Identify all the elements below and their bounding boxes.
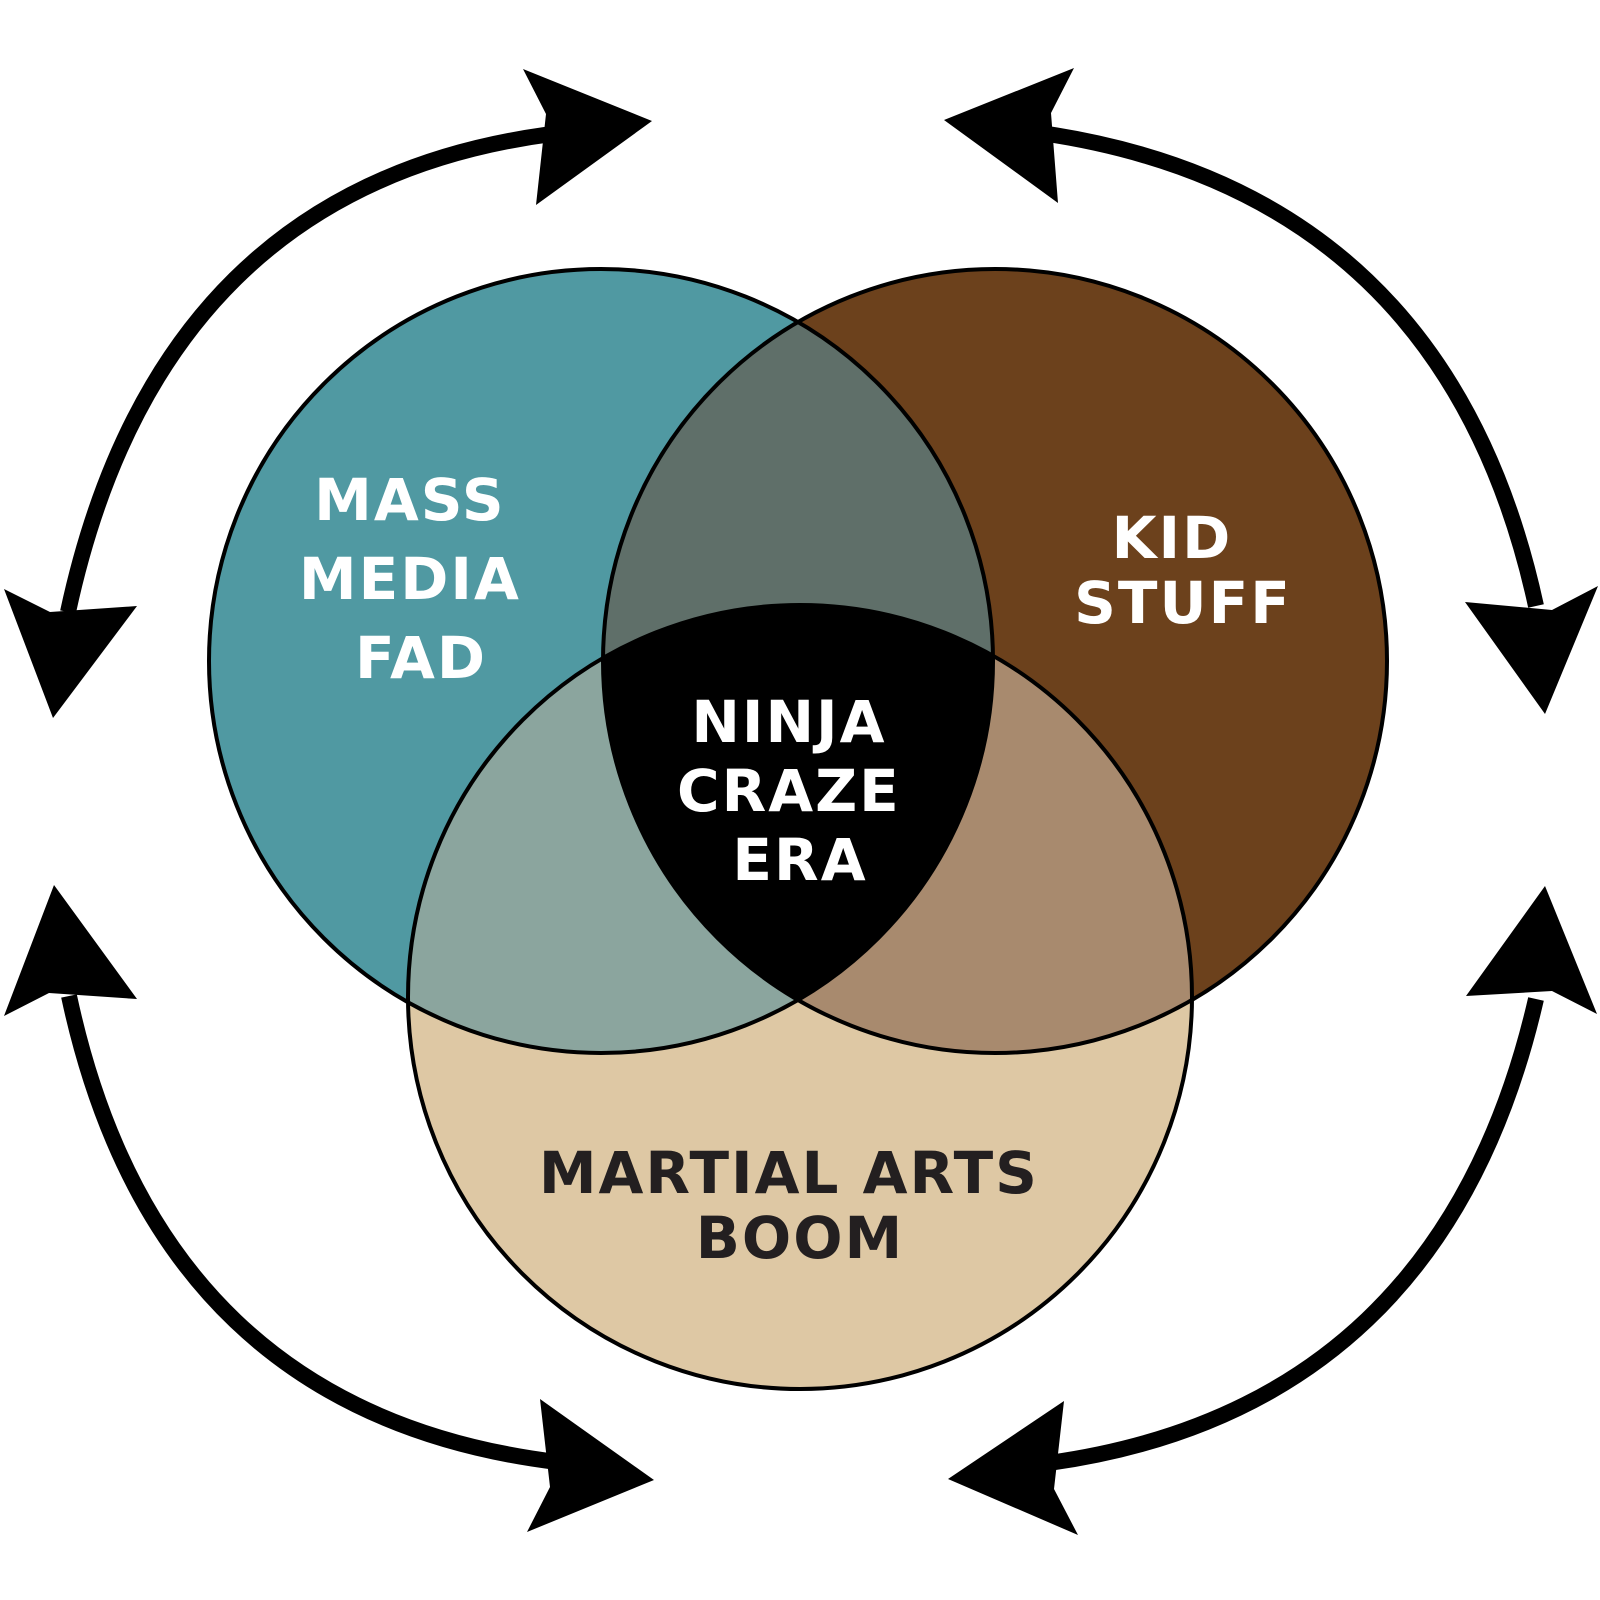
arrowhead-bottom-right-end — [948, 1401, 1078, 1535]
label-ninja-craze-era-line-2: CRAZE — [677, 757, 901, 825]
label-mass-media-fad-line-2: MEDIA — [299, 545, 521, 613]
label-ninja-craze-era-line-1: NINJA — [691, 688, 886, 756]
outline-kid-stuff — [601, 267, 1389, 1055]
label-martial-arts-boom-line-1: MARTIAL ARTS — [539, 1139, 1039, 1207]
label-ninja-craze-era-line-3: ERA — [732, 826, 867, 894]
outline-mass-media-fad — [207, 267, 995, 1055]
arrowhead-top-right-start — [944, 68, 1074, 203]
label-kid-stuff: KID STUFF — [1074, 504, 1292, 637]
label-mass-media-fad-line-1: MASS — [314, 466, 506, 534]
outline-martial-arts-boom — [406, 603, 1194, 1391]
arrowhead-bottom-right-start — [1466, 886, 1597, 1014]
arrowhead-top-left-start — [4, 589, 137, 718]
label-martial-arts-boom-line-2: BOOM — [696, 1204, 905, 1272]
label-martial-arts-boom: MARTIAL ARTS BOOM — [539, 1139, 1061, 1272]
arrowhead-top-right-end — [1465, 586, 1598, 714]
arrowhead-top-left-end — [523, 69, 652, 205]
arrow-bottom-left — [4, 885, 654, 1532]
label-kid-stuff-line-1: KID — [1112, 504, 1233, 572]
arrow-bottom-right — [948, 886, 1597, 1535]
label-kid-stuff-line-2: STUFF — [1074, 569, 1292, 637]
arrowhead-bottom-left-start — [4, 885, 137, 1016]
arrow-top-right — [944, 68, 1598, 714]
label-ninja-craze-era: NINJA CRAZE ERA — [677, 688, 923, 894]
label-mass-media-fad: MASS MEDIA FAD — [299, 466, 543, 692]
arrow-top-left — [4, 69, 652, 718]
arrowhead-bottom-left-end — [527, 1399, 654, 1532]
label-mass-media-fad-line-3: FAD — [355, 624, 487, 692]
